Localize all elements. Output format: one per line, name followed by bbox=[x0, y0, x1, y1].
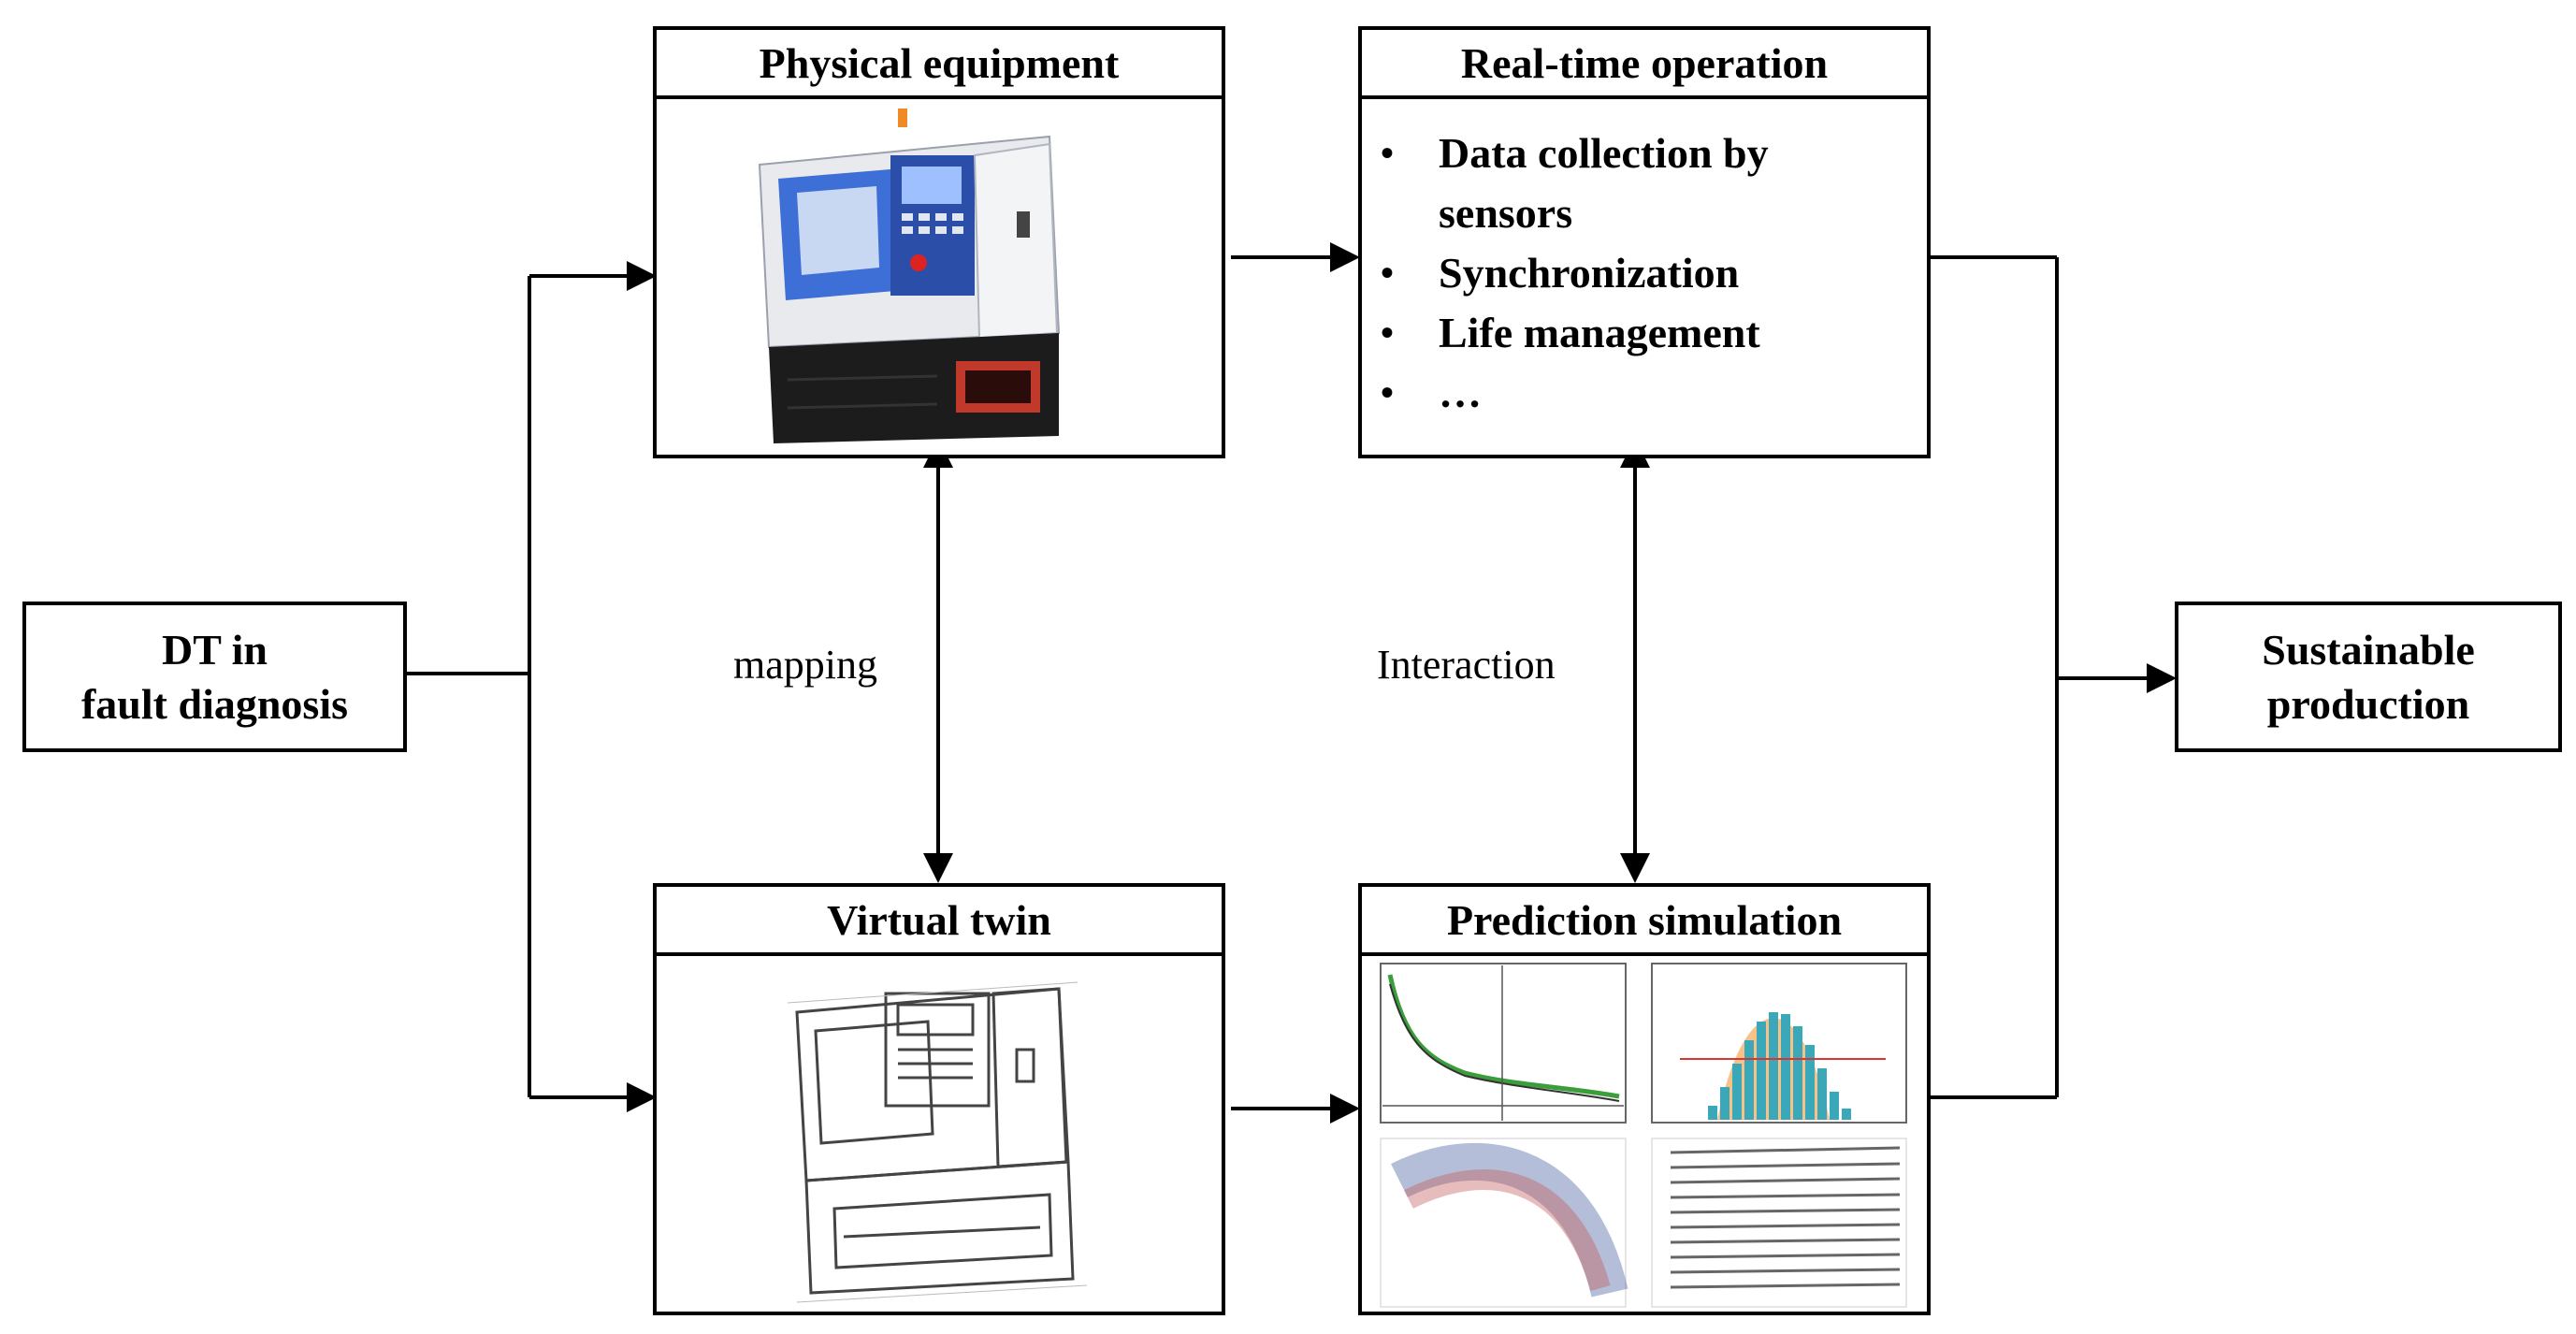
thumbnail-histogram-plot bbox=[1651, 963, 1907, 1124]
cnc-lathe-sketch bbox=[657, 956, 1222, 1312]
node-sustainable-production: Sustainable production bbox=[2175, 602, 2562, 752]
thumbnail-degradation-plot bbox=[1380, 963, 1627, 1124]
list-item-continuation: sensors bbox=[1439, 189, 1573, 237]
thumbnail-scatter-plot bbox=[1380, 1138, 1628, 1308]
cnc-lathe-photo bbox=[657, 99, 1222, 455]
node-dt-fault-diagnosis: DT in fault diagnosis bbox=[22, 602, 407, 752]
node-sustainable-line2: production bbox=[2266, 679, 2470, 728]
label-interaction: Interaction bbox=[1377, 642, 1556, 688]
node-dt-line1: DT in bbox=[162, 625, 268, 674]
panel-prediction-simulation: Prediction simulation bbox=[1358, 883, 1931, 1315]
node-dt-line2: fault diagnosis bbox=[80, 679, 349, 728]
prediction-plots-thumbnails bbox=[1362, 956, 1927, 1312]
panel-physical-equipment: Physical equipment bbox=[653, 26, 1225, 458]
list-item: … bbox=[1381, 363, 1927, 423]
realtime-operation-list: Data collection by sensors Synchronizati… bbox=[1362, 99, 1927, 423]
thumbnail-lines-plot bbox=[1651, 1138, 1907, 1308]
panel-realtime-operation: Real-time operation Data collection by s… bbox=[1358, 26, 1931, 458]
panel-physical-title: Physical equipment bbox=[657, 30, 1222, 99]
list-item: Life management bbox=[1381, 303, 1927, 363]
panel-virtual-title: Virtual twin bbox=[657, 887, 1222, 956]
panel-realtime-title: Real-time operation bbox=[1362, 30, 1927, 99]
label-mapping: mapping bbox=[733, 642, 877, 688]
panel-virtual-twin: Virtual twin bbox=[653, 883, 1225, 1315]
list-item: Data collection by bbox=[1381, 123, 1927, 183]
node-sustainable-line1: Sustainable bbox=[2262, 625, 2475, 674]
list-item: Synchronization bbox=[1381, 243, 1927, 303]
panel-prediction-title: Prediction simulation bbox=[1362, 887, 1927, 956]
